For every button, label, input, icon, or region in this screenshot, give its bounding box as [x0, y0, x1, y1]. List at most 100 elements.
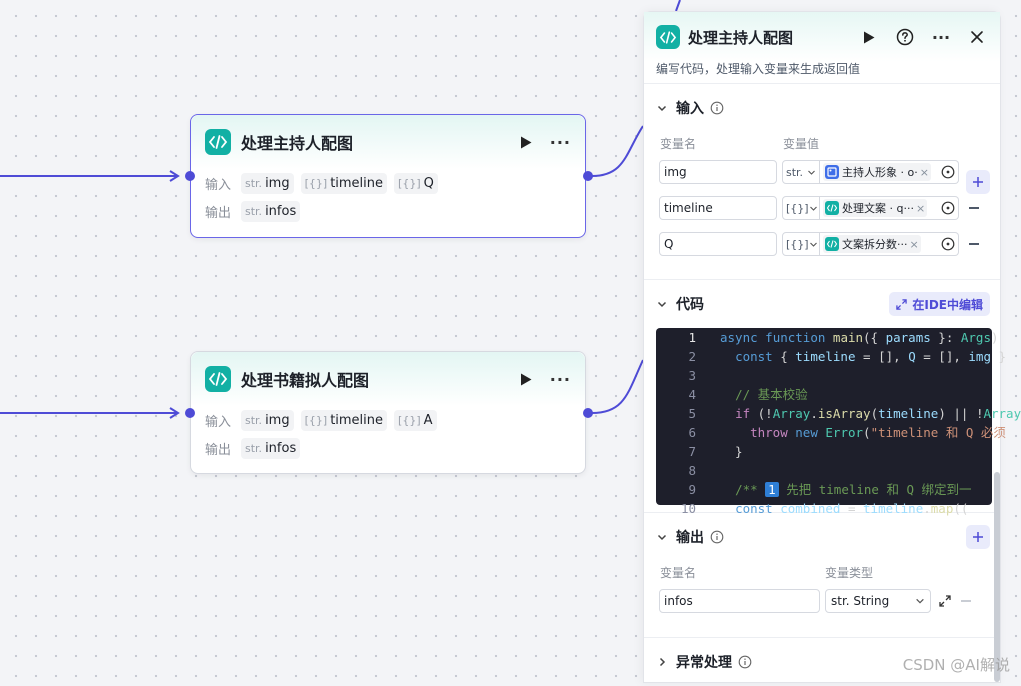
output-tag-infos: str.infos [241, 200, 301, 222]
var-ref-field[interactable]: 主持人形象 · o· × [820, 160, 959, 184]
chevron-down-icon [916, 598, 924, 604]
input-tag-timeline: [{}]timeline [300, 409, 388, 431]
code-icon [205, 129, 231, 155]
remove-ref-icon[interactable]: × [915, 201, 926, 215]
close-icon[interactable] [968, 28, 986, 46]
code-icon [205, 366, 231, 392]
chevron-down-icon[interactable] [656, 102, 668, 114]
var-name-input[interactable]: img [659, 160, 777, 184]
play-icon[interactable] [860, 28, 878, 46]
input-tag-q: [{}]Q [394, 172, 438, 194]
var-ref-field[interactable]: 处理文案 · q··· × [820, 196, 959, 220]
panel-scrollbar[interactable] [994, 472, 1000, 682]
add-output-button[interactable] [966, 525, 990, 549]
chevron-down-icon[interactable] [656, 298, 668, 310]
node-title: 处理书籍拟人配图 [241, 371, 370, 390]
code-node-host-image[interactable]: 处理主持人配图 ··· 输入 str.img [{}]timeline [{}]… [190, 114, 586, 238]
var-name-input[interactable]: infos [659, 589, 820, 613]
input-section: 输入 变量名 变量值 img str. 主持人形象 · o· × [644, 84, 1000, 280]
exception-section: 异常处理 [644, 638, 1000, 686]
col-var-name: 变量名 [660, 565, 697, 580]
target-icon[interactable] [941, 201, 955, 215]
input-label: 输入 [205, 414, 232, 430]
more-icon[interactable]: ··· [931, 27, 951, 47]
add-input-button[interactable] [966, 170, 990, 194]
node-outputs-row: 输出 str.infos [191, 197, 585, 225]
input-section-header[interactable]: 输入 [656, 84, 990, 194]
input-row-q: Q [{}] 文案拆分数··· × [656, 226, 988, 262]
remove-row-icon[interactable] [969, 207, 979, 209]
code-node-book-image[interactable]: 处理书籍拟人配图 ··· 输入 str.img [{}]timeline [{}… [190, 351, 586, 474]
var-type-select[interactable]: str. String [825, 589, 931, 613]
chevron-down-icon[interactable] [656, 531, 668, 543]
chevron-down-icon [809, 206, 817, 211]
target-icon[interactable] [941, 165, 955, 179]
node-2-output-port[interactable] [583, 408, 593, 418]
play-icon[interactable] [518, 371, 534, 387]
input-tag-a: [{}]A [394, 409, 437, 431]
var-name-input[interactable]: timeline [659, 196, 777, 220]
more-icon[interactable]: ··· [549, 369, 571, 389]
var-ref-field[interactable]: 文案拆分数··· × [820, 232, 959, 256]
exception-section-header[interactable]: 异常处理 [656, 638, 988, 686]
info-icon[interactable] [710, 530, 724, 544]
target-icon[interactable] [941, 237, 955, 251]
input-section-title: 输入 [676, 101, 704, 117]
edge-out-node-1 [591, 125, 644, 177]
remove-row-icon [961, 600, 971, 602]
input-column-headers: 变量名 变量值 [656, 132, 988, 154]
input-row-timeline: timeline [{}] 处理文案 · q··· × [656, 190, 988, 226]
node-1-input-port[interactable] [185, 171, 195, 181]
exception-section-title: 异常处理 [676, 655, 732, 671]
help-icon[interactable] [896, 28, 914, 46]
remove-ref-icon[interactable]: × [919, 165, 929, 179]
code-line: 6 throw new Error("timeline 和 Q 必须 [688, 425, 1006, 440]
chevron-right-icon[interactable] [656, 656, 668, 668]
var-type-select[interactable]: [{}] [782, 232, 820, 256]
output-column-headers: 变量名 变量类型 [656, 561, 988, 583]
expand-icon[interactable] [939, 595, 951, 607]
output-tag-infos: str.infos [241, 437, 301, 459]
code-line: 7 } [688, 444, 743, 459]
code-section-header[interactable]: 代码 在IDE中编辑 [656, 280, 990, 328]
play-icon[interactable] [518, 134, 534, 150]
var-name-input[interactable]: Q [659, 232, 777, 256]
var-type-select[interactable]: [{}] [782, 196, 820, 220]
node-title: 处理主持人配图 [241, 134, 354, 153]
output-section-header[interactable]: 输出 [656, 513, 990, 561]
edge-top [675, 0, 681, 12]
code-icon [825, 237, 839, 251]
edit-in-ide-button[interactable]: 在IDE中编辑 [889, 292, 990, 316]
info-icon[interactable] [710, 101, 724, 115]
more-icon[interactable]: ··· [549, 132, 571, 152]
expand-icon [896, 298, 908, 310]
col-var-type: 变量类型 [825, 565, 874, 580]
node-header: 处理书籍拟人配图 ··· [191, 352, 585, 406]
remove-row-icon[interactable] [969, 243, 979, 245]
panel-title[interactable]: 处理主持人配图 [688, 28, 794, 47]
node-outputs-row: 输出 str.infos [191, 434, 585, 462]
input-tag-timeline: [{}]timeline [300, 172, 388, 194]
input-tag-img: str.img [241, 172, 294, 194]
node-1-output-port[interactable] [583, 171, 593, 181]
ref-chip: 处理文案 · q··· × [823, 199, 928, 217]
var-type-select[interactable]: str. [782, 160, 820, 184]
watermark: CSDN @AI解说 [902, 656, 1010, 674]
arrow-in-node-2 [169, 407, 180, 419]
input-row-img: img str. 主持人形象 · o· × [656, 154, 988, 190]
panel-header: 处理主持人配图 ··· 编写代码，处理输入变量来生成返回值 [644, 12, 1000, 84]
input-label: 输入 [205, 177, 232, 193]
chevron-down-icon [809, 242, 817, 247]
info-icon[interactable] [738, 655, 752, 669]
output-row-infos: infos str. String [656, 583, 988, 619]
node-2-input-port[interactable] [185, 408, 195, 418]
code-line: 4 // 基本校验 [688, 387, 808, 402]
connection-edges [0, 0, 681, 419]
chevron-down-icon [808, 170, 815, 175]
code-line: 2 const { timeline = [], Q = [], img } [688, 349, 1007, 364]
node-config-panel: 处理主持人配图 ··· 编写代码，处理输入变量来生成返回值 输入 [643, 11, 1021, 686]
remove-ref-icon[interactable]: × [909, 237, 919, 251]
